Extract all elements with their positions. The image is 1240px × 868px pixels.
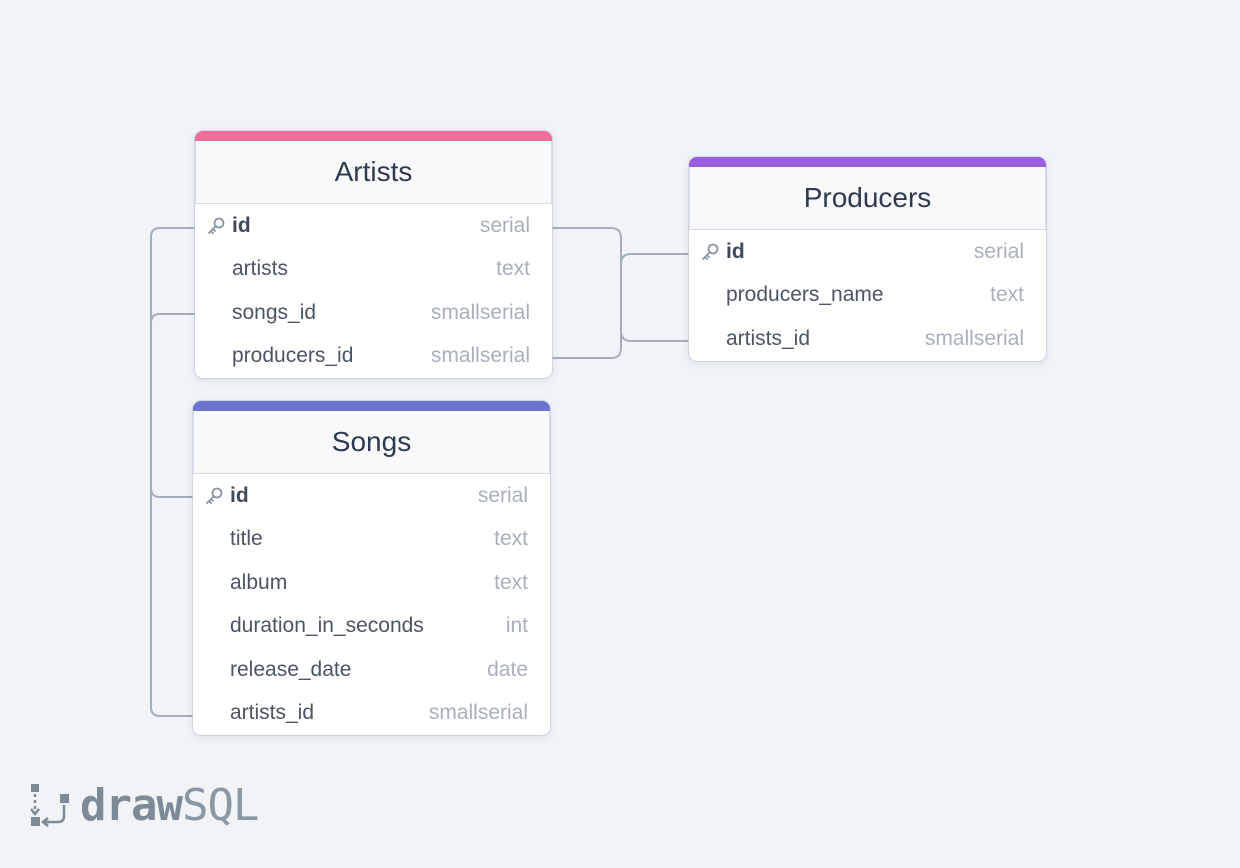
primary-key-icon bbox=[206, 216, 226, 236]
field-type: text bbox=[494, 570, 528, 594]
table-songs[interactable]: Songs id serial title text album text duration… bbox=[193, 401, 550, 735]
field-row-artists-id[interactable]: artists_id smallserial bbox=[193, 692, 550, 736]
field-row-title[interactable]: title text bbox=[193, 518, 550, 562]
connector-artists-id-songs-artists-id bbox=[150, 227, 195, 717]
field-type: int bbox=[505, 614, 528, 638]
field-type: smallserial bbox=[428, 701, 528, 725]
drawsql-logo-text: drawSQL bbox=[80, 779, 259, 831]
logo-word-sql: SQL bbox=[181, 779, 259, 831]
field-type: smallserial bbox=[430, 300, 530, 324]
table-accent-bar bbox=[195, 131, 552, 141]
field-name: id bbox=[230, 483, 249, 507]
field-name: duration_in_seconds bbox=[230, 614, 424, 638]
table-accent-bar bbox=[193, 401, 550, 411]
table-title[interactable]: Producers bbox=[689, 167, 1046, 230]
field-row-songs-id[interactable]: songs_id smallserial bbox=[195, 291, 552, 335]
connector-artists-songs-id-songs-id bbox=[150, 313, 195, 498]
field-name: artists_id bbox=[230, 701, 315, 725]
field-row-duration-in-seconds[interactable]: duration_in_seconds int bbox=[193, 605, 550, 649]
field-type: serial bbox=[973, 239, 1024, 263]
table-accent-bar bbox=[689, 157, 1046, 167]
field-row-release-date[interactable]: release_date date bbox=[193, 648, 550, 692]
field-name: title bbox=[230, 527, 263, 551]
field-row-artists[interactable]: artists text bbox=[195, 248, 552, 292]
table-title[interactable]: Artists bbox=[195, 141, 552, 204]
field-name: producers_name bbox=[726, 283, 884, 307]
connector-artists-id-producers-artists-id bbox=[552, 227, 689, 342]
field-row-id[interactable]: id serial bbox=[193, 474, 550, 518]
drawsql-logo: drawSQL bbox=[30, 779, 259, 831]
field-type: serial bbox=[477, 483, 528, 507]
field-type: text bbox=[496, 257, 530, 281]
field-type: smallserial bbox=[924, 326, 1024, 350]
field-row-producers-name[interactable]: producers_name text bbox=[689, 274, 1046, 318]
field-name: id bbox=[232, 213, 251, 237]
field-row-album[interactable]: album text bbox=[193, 561, 550, 605]
field-type: smallserial bbox=[430, 344, 530, 368]
field-type: text bbox=[494, 527, 528, 551]
primary-key-icon bbox=[204, 486, 224, 506]
field-name: producers_id bbox=[232, 344, 354, 368]
field-name: artists bbox=[232, 257, 289, 281]
field-list: id serial title text album text duration_in_se… bbox=[193, 474, 550, 735]
field-row-id[interactable]: id serial bbox=[195, 204, 552, 248]
field-type: date bbox=[487, 657, 528, 681]
table-producers[interactable]: Producers id serial producers_name text arti… bbox=[689, 157, 1046, 361]
field-name: release_date bbox=[230, 657, 352, 681]
field-name: id bbox=[726, 239, 745, 263]
table-title[interactable]: Songs bbox=[193, 411, 550, 474]
logo-word-draw: draw bbox=[80, 779, 183, 831]
field-list: id serial producers_name text artists_id smal… bbox=[689, 230, 1046, 361]
field-row-artists-id[interactable]: artists_id smallserial bbox=[689, 317, 1046, 361]
field-type: serial bbox=[479, 213, 530, 237]
connector-artists-producers-id-producers-id bbox=[552, 253, 689, 359]
drawsql-logo-icon bbox=[30, 784, 69, 827]
field-name: songs_id bbox=[232, 300, 317, 324]
field-row-producers-id[interactable]: producers_id smallserial bbox=[195, 335, 552, 379]
field-row-id[interactable]: id serial bbox=[689, 230, 1046, 274]
field-type: text bbox=[990, 283, 1024, 307]
field-name: album bbox=[230, 570, 288, 594]
primary-key-icon bbox=[700, 242, 720, 262]
field-name: artists_id bbox=[726, 326, 811, 350]
